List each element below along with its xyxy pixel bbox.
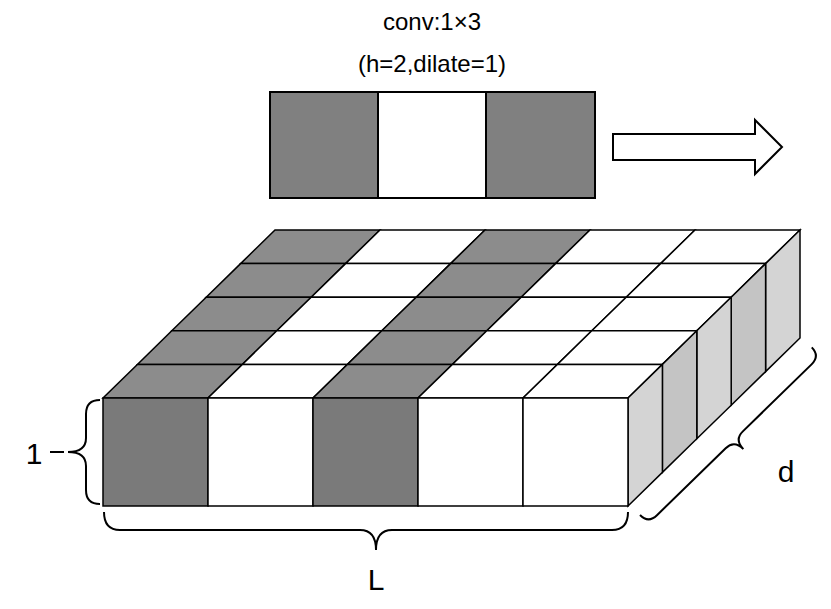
- length-dimension: L: [368, 565, 385, 595]
- front-cell: [523, 398, 628, 506]
- side-cell: [766, 230, 800, 372]
- depth-dimension: d: [778, 457, 795, 487]
- feature-slab: [103, 230, 800, 506]
- side-cell: [697, 297, 731, 439]
- direction-arrow: [613, 120, 782, 174]
- depth-brace: [640, 347, 829, 533]
- height-tick: [50, 451, 64, 453]
- kernel-params: (h=2,dilate=1): [358, 52, 506, 76]
- height-brace: [68, 400, 100, 504]
- conv-kernel: [270, 92, 595, 198]
- front-cell: [418, 398, 523, 506]
- front-cell: [208, 398, 313, 506]
- length-brace: [104, 512, 628, 550]
- side-cell: [731, 264, 765, 406]
- kernel-title: conv:1×3: [383, 10, 481, 34]
- front-cell: [103, 398, 208, 506]
- side-cell: [628, 364, 662, 506]
- front-cell: [313, 398, 418, 506]
- side-cell: [662, 331, 696, 473]
- height-dimension: 1: [26, 439, 43, 469]
